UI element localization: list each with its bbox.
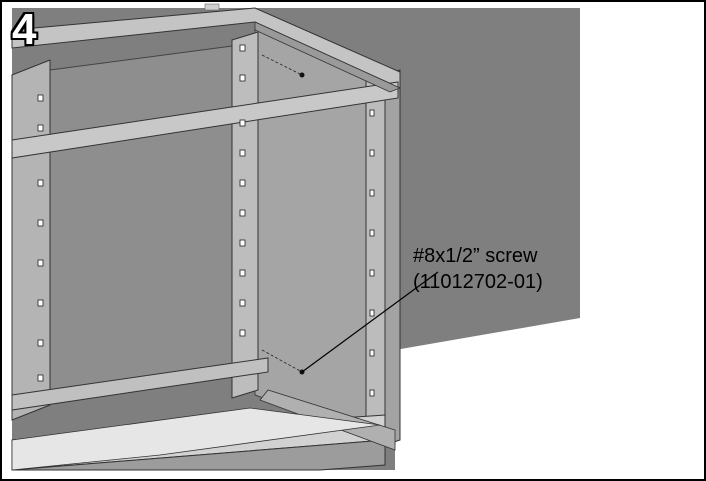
screw-hole-top	[299, 72, 305, 78]
post-slots	[37, 44, 375, 397]
middle-rail	[11, 81, 399, 159]
bottom-inner-rail	[11, 357, 269, 411]
callout-part-name: #8x1/2” screw	[413, 245, 538, 267]
left-back-panel	[49, 44, 241, 391]
callout-part-number: (11012702-01)	[413, 271, 543, 293]
callout-leader-line	[301, 271, 439, 373]
step-number: 4	[12, 5, 37, 54]
screw-callout: #8x1/2” screw (11012702-01)	[413, 243, 543, 295]
left-post	[11, 59, 51, 421]
